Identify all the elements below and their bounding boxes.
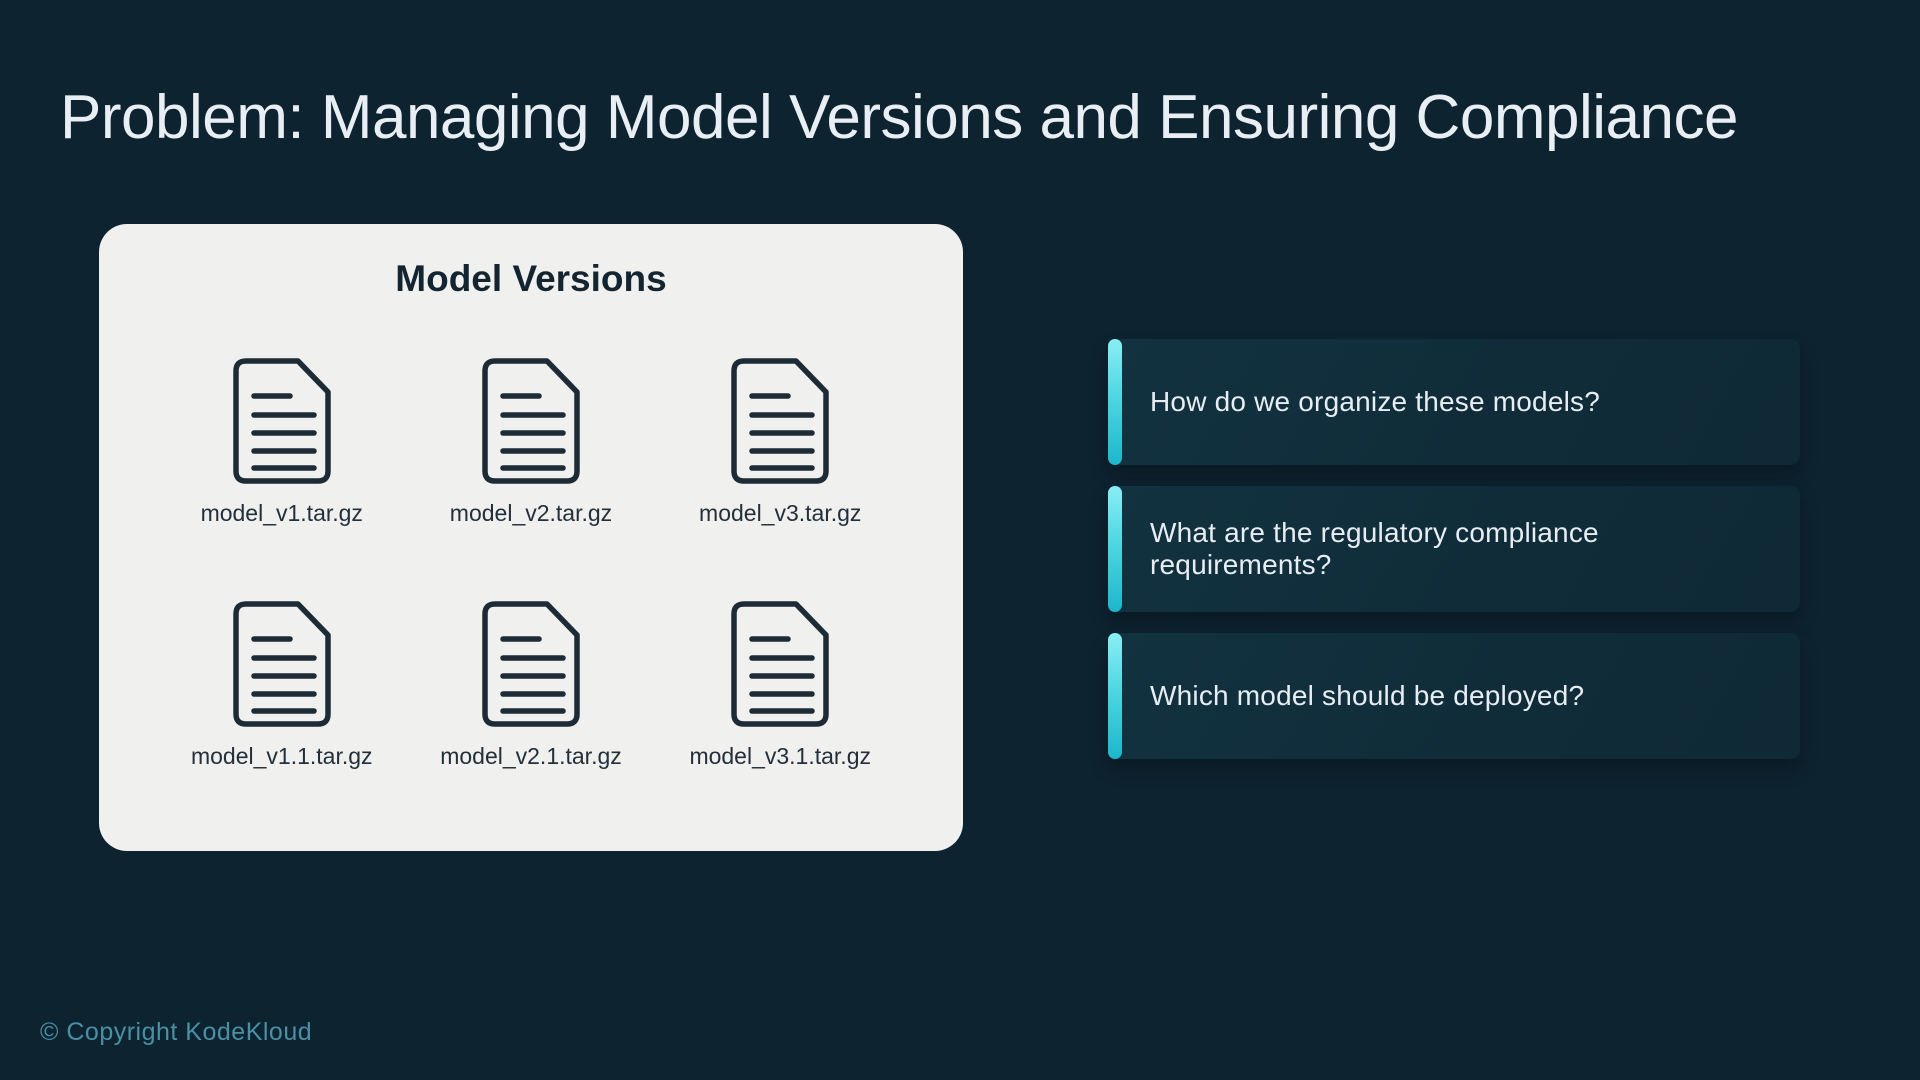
file-label: model_v3.tar.gz [699,500,862,526]
file-item: model_v1.tar.gz [159,356,405,527]
accent-bar [1108,486,1122,612]
file-item: model_v2.1.tar.gz [408,599,654,770]
card-title: Model Versions [395,258,667,299]
accent-bar [1108,633,1122,759]
document-icon [728,599,832,729]
questions-panel: How do we organize these models? What ar… [1108,339,1800,759]
question-text: What are the regulatory compliance requi… [1150,517,1599,580]
document-icon [230,599,334,729]
file-item: model_v3.tar.gz [657,356,903,527]
file-label: model_v2.tar.gz [449,500,613,526]
accent-bar [1108,339,1122,465]
document-icon [479,356,583,486]
question-text: Which model should be deployed? [1150,680,1585,711]
page-title: Problem: Managing Model Versions and Ens… [60,83,1738,152]
file-label: model_v3.1.tar.gz [689,743,871,769]
question-text: How do we organize these models? [1150,386,1600,417]
model-versions-card: Model Versions model_v1.tar.gz model_v2.… [99,224,963,851]
file-grid: model_v1.tar.gz model_v2.tar.gz model_v3… [159,356,903,770]
copyright-notice: © Copyright KodeKloud [40,1018,313,1046]
file-item: model_v1.1.tar.gz [159,599,405,770]
file-label: model_v1.1.tar.gz [190,743,373,769]
file-label: model_v2.1.tar.gz [440,743,622,769]
question-box: How do we organize these models? [1108,339,1800,465]
document-icon [728,356,832,486]
file-label: model_v1.tar.gz [200,500,363,526]
file-item: model_v3.1.tar.gz [657,599,903,770]
file-item: model_v2.tar.gz [408,356,654,527]
question-box: What are the regulatory compliance requi… [1108,486,1800,612]
document-icon [479,599,583,729]
question-box: Which model should be deployed? [1108,633,1800,759]
document-icon [230,356,334,486]
